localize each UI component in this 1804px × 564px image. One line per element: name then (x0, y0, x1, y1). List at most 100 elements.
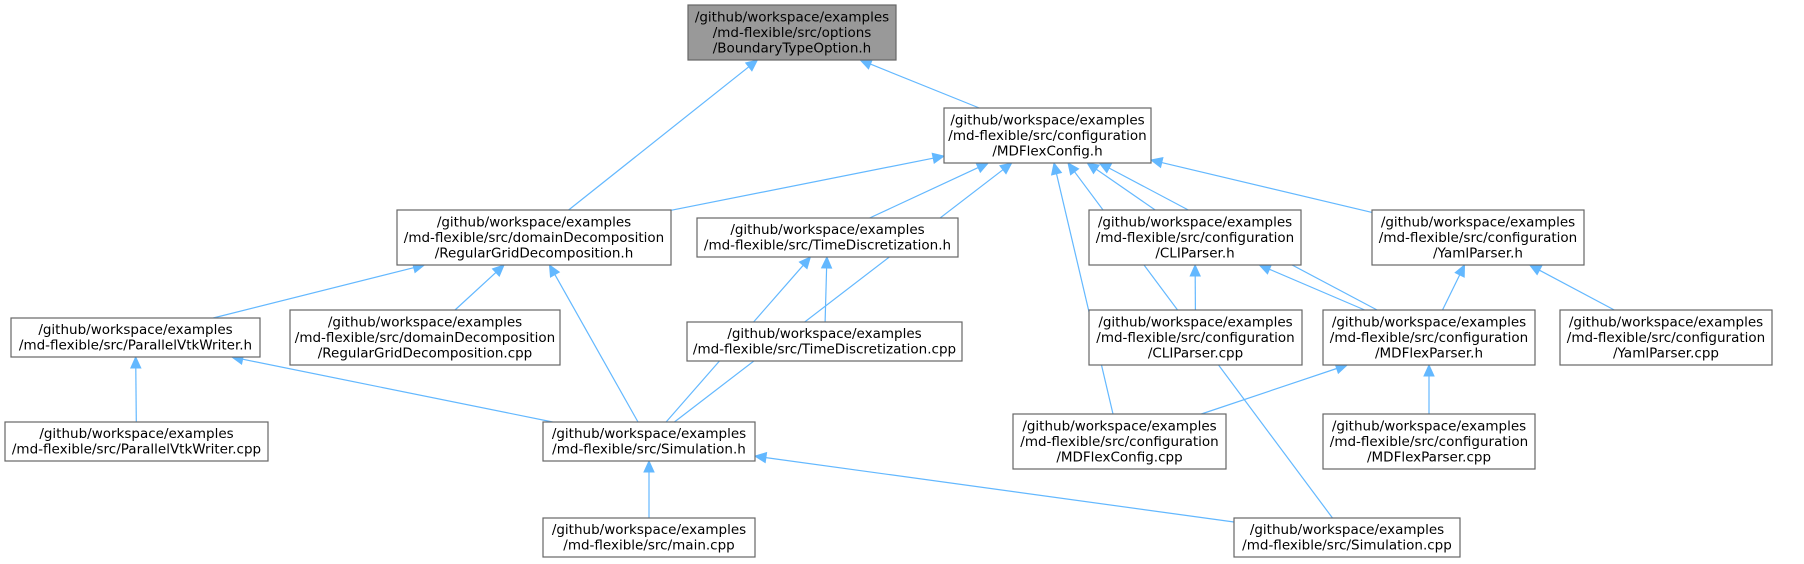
node-label-line: /md-flexible/src/TimeDiscretization.h (704, 238, 951, 254)
edge-regulargriddecomposition-cpp-to-regulargriddecomposition-h (454, 264, 505, 311)
node-label-line: /RegularGridDecomposition.cpp (318, 345, 533, 361)
node-label-line: /YamlParser.cpp (1613, 345, 1719, 361)
edge-line (1201, 367, 1337, 415)
node-label-line: /github/workspace/examples (730, 222, 924, 238)
node-mdflexparser-cpp[interactable]: /github/workspace/examples/md-flexible/s… (1322, 413, 1536, 470)
node-regulargriddecomposition-cpp[interactable]: /github/workspace/examples/md-flexible/s… (289, 309, 561, 366)
node-label-line: /md-flexible/src/domainDecomposition (295, 330, 555, 346)
node-label-line: /github/workspace/examples (552, 426, 746, 442)
node-label-line: /md-flexible/src/configuration (1020, 434, 1218, 450)
edge-line (1441, 274, 1461, 311)
arrowhead-icon (1149, 157, 1164, 169)
node-label-line: /md-flexible/src/options (713, 25, 872, 41)
edge-regulargriddecomposition-h-to-boundarytypeoption-h (568, 59, 759, 211)
edge-line (1539, 269, 1615, 311)
arrowhead-icon (753, 451, 768, 464)
node-box (1233, 517, 1461, 558)
edge-cliparser-cpp-to-cliparser-h (1189, 263, 1201, 311)
node-label-line: /github/workspace/examples (437, 214, 631, 230)
node-label-line: /md-flexible/src/Simulation.h (552, 442, 746, 458)
arrowhead-icon (1086, 162, 1101, 175)
edge-simulation-cpp-to-simulation-h (753, 451, 1235, 523)
arrowhead-icon (1189, 263, 1201, 277)
node-parallelvtkwriter-cpp[interactable]: /github/workspace/examples/md-flexible/s… (4, 421, 269, 462)
arrowhead-icon (744, 59, 759, 72)
node-label-line: /MDFlexConfig.h (992, 143, 1102, 159)
node-cliparser-cpp[interactable]: /github/workspace/examples/md-flexible/s… (1088, 309, 1303, 366)
node-label-line: /github/workspace/examples (39, 426, 233, 442)
edge-mdflexconfig-cpp-to-mdflexconfig-h (1050, 161, 1114, 415)
node-label-line: /md-flexible/src/configuration (1567, 330, 1765, 346)
node-label-line: /md-flexible/src/configuration (1330, 434, 1528, 450)
arrowhead-icon (643, 459, 655, 473)
arrowhead-icon (491, 264, 505, 278)
edge-parallelvtkwriter-cpp-to-parallelvtkwriter-h (130, 355, 142, 423)
node-box (696, 217, 959, 258)
node-mdflexconfig-cpp[interactable]: /github/workspace/examples/md-flexible/s… (1012, 413, 1227, 470)
node-timediscretization-h[interactable]: /github/workspace/examples/md-flexible/s… (696, 217, 959, 258)
node-mdflexconfig-h[interactable]: /github/workspace/examples/md-flexible/s… (943, 107, 1152, 164)
edge-simulation-h-to-mdflexconfig-h (674, 162, 1013, 423)
node-mdflexparser-h[interactable]: /github/workspace/examples/md-flexible/s… (1322, 309, 1536, 366)
arrowhead-icon (1098, 162, 1113, 174)
node-label-line: /github/workspace/examples (1332, 418, 1526, 434)
node-box (943, 107, 1152, 164)
edge-line (213, 267, 414, 319)
node-label-line: /github/workspace/examples (1098, 314, 1292, 330)
node-label-line: /github/workspace/examples (1332, 314, 1526, 330)
arrowhead-icon (931, 152, 946, 164)
arrowhead-icon (1067, 162, 1080, 176)
node-cliparser-h[interactable]: /github/workspace/examples/md-flexible/s… (1088, 209, 1302, 266)
arrowhead-icon (130, 355, 142, 369)
node-label-line: /github/workspace/examples (552, 522, 746, 538)
node-label-line: /md-flexible/src/TimeDiscretization.cpp (693, 342, 956, 358)
node-label-line: /github/workspace/examples (1569, 314, 1763, 330)
arrowhead-icon (1528, 264, 1543, 276)
node-box (1371, 209, 1585, 266)
node-label-line: /md-flexible/src/main.cpp (563, 538, 734, 554)
node-label-line: /md-flexible/src/ParallelVtkWriter.h (19, 338, 252, 354)
arrowhead-icon (859, 58, 874, 70)
edge-yamlparser-h-to-mdflexconfig-h (1149, 157, 1373, 213)
edge-simulation-h-to-regulargriddecomposition-h (548, 263, 639, 423)
node-box (686, 321, 963, 362)
node-box (1012, 413, 1227, 470)
node-label-line: /md-flexible/src/configuration (1096, 230, 1294, 246)
node-parallelvtkwriter-h[interactable]: /github/workspace/examples/md-flexible/s… (10, 317, 261, 358)
edge-line (242, 358, 553, 423)
node-box (1322, 309, 1536, 366)
node-yamlparser-h[interactable]: /github/workspace/examples/md-flexible/s… (1371, 209, 1585, 266)
edge-mdflexparser-h-to-cliparser-h (1258, 264, 1365, 311)
node-timediscretization-cpp[interactable]: /github/workspace/examples/md-flexible/s… (686, 321, 963, 362)
node-label-line: /github/workspace/examples (1381, 214, 1575, 230)
node-label-line: /BoundaryTypeOption.h (713, 40, 871, 56)
node-box (687, 4, 897, 61)
node-label-line: /github/workspace/examples (38, 322, 232, 338)
node-box (396, 209, 672, 266)
edge-cliparser-h-to-mdflexconfig-h (1086, 162, 1156, 211)
edge-mdflexparser-cpp-to-mdflexparser-h (1423, 363, 1435, 414)
node-yamlparser-cpp[interactable]: /github/workspace/examples/md-flexible/s… (1559, 309, 1773, 366)
arrowhead-icon (1258, 264, 1273, 275)
node-label-line: /md-flexible/src/ParallelVtkWriter.cpp (12, 442, 261, 458)
edge-line (670, 157, 934, 211)
node-label-line: /github/workspace/examples (1250, 522, 1444, 538)
node-label-line: /md-flexible/src/configuration (1096, 330, 1294, 346)
node-box (289, 309, 561, 366)
edge-regulargriddecomposition-h-to-mdflexconfig-h (670, 152, 946, 211)
edge-line (454, 271, 497, 311)
node-regulargriddecomposition-h[interactable]: /github/workspace/examples/md-flexible/s… (396, 209, 672, 266)
edge-line (568, 66, 750, 211)
node-label-line: /github/workspace/examples (950, 112, 1144, 128)
edge-line (1055, 173, 1114, 415)
node-boundarytypeoption-h[interactable]: /github/workspace/examples/md-flexible/s… (687, 4, 897, 61)
arrowhead-icon (999, 162, 1013, 175)
edge-timediscretization-cpp-to-timediscretization-h (820, 255, 833, 323)
node-label-line: /github/workspace/examples (1022, 418, 1216, 434)
node-label-line: /CLIParser.h (1155, 245, 1234, 261)
node-label-line: /md-flexible/src/configuration (948, 128, 1146, 144)
node-main-cpp[interactable]: /github/workspace/examples/md-flexible/s… (542, 517, 756, 558)
node-simulation-cpp[interactable]: /github/workspace/examples/md-flexible/s… (1233, 517, 1461, 558)
node-box (1559, 309, 1773, 366)
node-simulation-h[interactable]: /github/workspace/examples/md-flexible/s… (542, 421, 756, 462)
